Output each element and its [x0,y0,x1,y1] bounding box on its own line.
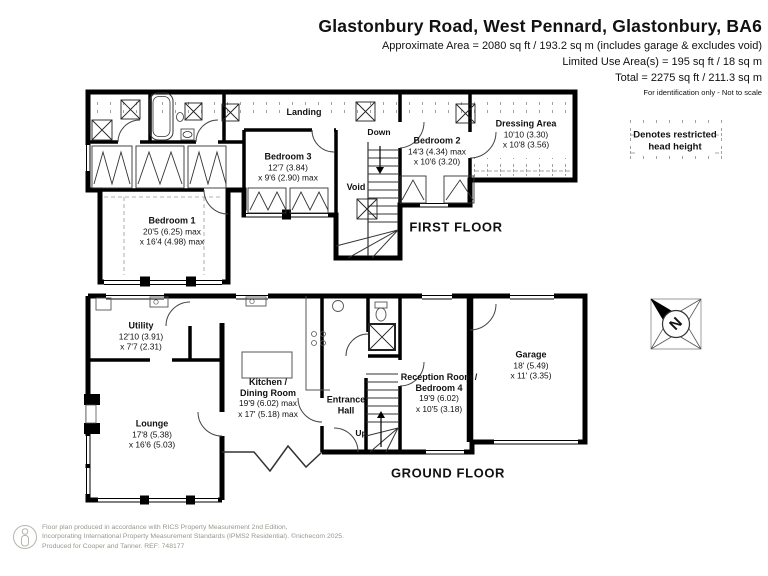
first-floor-plan [84,89,578,287]
room-dim: x 9'6 (2.90) max [258,172,318,183]
room-dim: x 10'5 (3.18) [415,403,463,414]
room-name: Void [346,181,366,192]
room-label-kitchen-dining: Kitchen / Dining Room 19'9 (6.02) max x … [238,377,298,419]
room-dim: 17'8 (5.38) [132,428,172,439]
room-dim: 12'7 (3.84) [268,161,308,172]
legend-line: head height [648,141,702,152]
footer-line: Incorporating International Property Mea… [42,533,344,541]
room-label-dressing-area: Dressing Area 10'10 (3.30) x 10'8 (3.56) [496,118,557,150]
room-name: Bedroom 4 [415,382,463,393]
room-label-utility: Utility 12'10 (3.91) x 7'7 (2.31) [119,320,163,352]
room-label-garage: Garage 18' (5.49) x 11' (3.35) [510,349,551,381]
room-label-bedroom-2: Bedroom 2 14'3 (4.34) max x 10'6 (3.20) [408,135,466,167]
room-name: Dining Room [239,387,296,398]
room-dim: 19'9 (6.02) [419,393,459,403]
identification-note: For identification only - Not to scale [643,88,762,97]
room-dim: x 17' (5.18) max [238,408,298,419]
room-dim: x 10'8 (3.56) [502,139,550,150]
room-dim: 19'9 (6.02) max [239,398,297,408]
room-dim: x 11' (3.35) [510,370,552,381]
room-dim: x 7'7 (2.31) [120,341,162,352]
room-name: Bedroom 3 [264,151,312,162]
room-label-bedroom-1: Bedroom 1 20'5 (6.25) max x 16'4 (4.98) … [140,215,204,247]
stairs-down-label: Down [367,127,391,137]
restricted-head-height-legend-box [628,120,722,162]
nichecom-logo [13,525,37,549]
room-label-lounge: Lounge 17'8 (5.38) x 16'6 (5.03) [129,418,175,450]
room-name: Landing [283,106,325,118]
first-floor-label: FIRST FLOOR [409,219,503,235]
room-name: Kitchen / [248,377,288,387]
legend-line: Denotes restricted [633,129,717,141]
room-label-void: Void [347,182,366,193]
room-dim: 18' (5.49) [513,359,549,370]
room-name: Hall [337,405,355,415]
room-dim: x 16'4 (4.98) max [139,236,205,247]
ground-floor-label: GROUND FLOOR [390,465,506,481]
room-label-reception-bedroom-4: Reception Room / Bedroom 4 19'9 (6.02) x… [401,372,478,414]
room-name: Entrance [326,394,366,405]
footer-line: Floor plan produced in accordance with R… [42,524,288,531]
footer-line: Produced for Cooper and Tanner. REF: 748… [42,542,185,550]
room-dim: 10'10 (3.30) [503,128,549,139]
room-dim: 14'3 (4.34) max [408,145,466,156]
room-label-bedroom-3: Bedroom 3 12'7 (3.84) x 9'6 (2.90) max [258,151,318,183]
room-name: Utility [128,320,154,331]
stairs-up-label: Up [355,428,367,438]
header: Glastonbury Road, West Pennard, Glastonb… [318,16,762,97]
room-dim: 12'10 (3.91) [118,330,164,341]
limited-use-text: Limited Use Area(s) = 195 sq ft / 18 sq … [562,56,762,68]
room-name: Bedroom 2 [413,135,461,146]
room-label-entrance-hall: Entrance Hall [327,395,366,416]
ground-floor-plan [84,293,588,505]
footer: Floor plan produced in accordance with R… [42,523,344,551]
room-name: Garage [515,349,547,360]
room-name: Lounge [135,418,169,429]
approx-area-text: Approximate Area = 2080 sq ft / 193.2 sq… [381,40,762,52]
room-dim: 20'5 (6.25) max [143,225,201,236]
room-label-landing: Landing [283,106,325,118]
room-dim: x 16'6 (5.03) [128,439,176,450]
room-dim: x 10'6 (3.20) [413,156,461,167]
total-area-text: Total = 2275 sq ft / 211.3 sq m [615,72,762,84]
compass-rose [650,298,702,350]
restricted-head-height-legend: Denotes restricted head height [633,130,716,153]
room-name: Reception Room / [400,372,478,382]
page-title: Glastonbury Road, West Pennard, Glastonb… [318,16,762,36]
room-name: Bedroom 1 [148,215,196,226]
room-name: Dressing Area [495,118,557,129]
